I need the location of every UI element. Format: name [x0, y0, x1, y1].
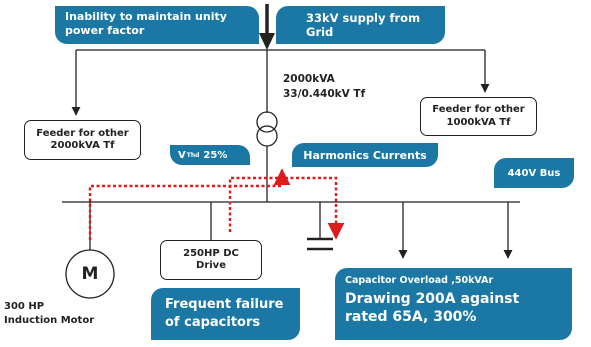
transformer-label: 2000kVA 33/0.440kV Tf — [283, 72, 365, 101]
capacitor-overload-title: Capacitor Overload ,50kVAr — [345, 275, 494, 286]
frequent-failure-line-1: Frequent failure — [165, 297, 284, 312]
transformer-ratio: 33/0.440kV Tf — [283, 87, 366, 100]
right-feeder-box: Feeder for other 1000kVA Tf — [420, 97, 537, 136]
transformer-rating: 2000kVA — [283, 73, 335, 85]
motor-symbol: M — [81, 264, 99, 284]
motor-type: Induction Motor — [4, 314, 95, 326]
dc-drive-line-1: 250HP DC — [183, 247, 239, 259]
harmonic-path-capacitor — [280, 170, 345, 240]
right-feeder-line-2: 1000kVA Tf — [446, 116, 511, 128]
right-feeder-line-1: Feeder for other — [432, 104, 525, 115]
left-feeder-line-1: Feeder for other — [36, 127, 129, 139]
frequent-failure-callout: Frequent failure of capacitors — [151, 288, 300, 340]
grid-supply-arrowhead — [259, 33, 275, 50]
grid-supply-text: 33kV supply from Grid — [306, 11, 421, 39]
harmonics-text: Harmonics Currents — [303, 148, 427, 162]
frequent-failure-line-2: of capacitors — [165, 314, 261, 330]
bus-label-callout: 440V Bus — [494, 158, 574, 188]
transformer-primary-coil — [256, 111, 278, 133]
vthd-value: 25% — [203, 149, 228, 161]
vthd-base: V — [178, 149, 186, 161]
vthd-subscript: Thd — [186, 151, 200, 159]
dc-drive-line-2: Drive — [196, 260, 226, 271]
grid-supply-callout: 33kV supply from Grid — [276, 6, 445, 44]
motor-label: 300 HP Induction Motor — [4, 300, 94, 327]
left-feeder-line-2: 2000kVA Tf — [50, 140, 115, 151]
unity-pf-callout: Inability to maintain unity power factor — [55, 6, 259, 44]
harmonics-callout: Harmonics Currents — [292, 143, 438, 167]
transformer-secondary-coil — [256, 125, 278, 147]
harmonic-path-motor — [88, 168, 291, 240]
unity-pf-line-2: power factor — [65, 24, 145, 38]
motor-rating: 300 HP — [4, 301, 45, 312]
bus-label-text: 440V Bus — [507, 167, 561, 179]
capacitor-detail-line-1: Drawing 200A against — [345, 291, 520, 307]
left-feeder-box: Feeder for other 2000kVA Tf — [24, 120, 141, 160]
motor-circle — [65, 249, 115, 299]
capacitor-overload-callout: Capacitor Overload ,50kVAr Drawing 200A … — [335, 268, 572, 340]
capacitor-detail-line-2: rated 65A, 300% — [345, 309, 477, 326]
dc-drive-box: 250HP DC Drive — [160, 240, 262, 280]
unity-pf-line-1: Inability to maintain unity — [65, 10, 227, 23]
harmonic-path-drive — [228, 176, 282, 232]
